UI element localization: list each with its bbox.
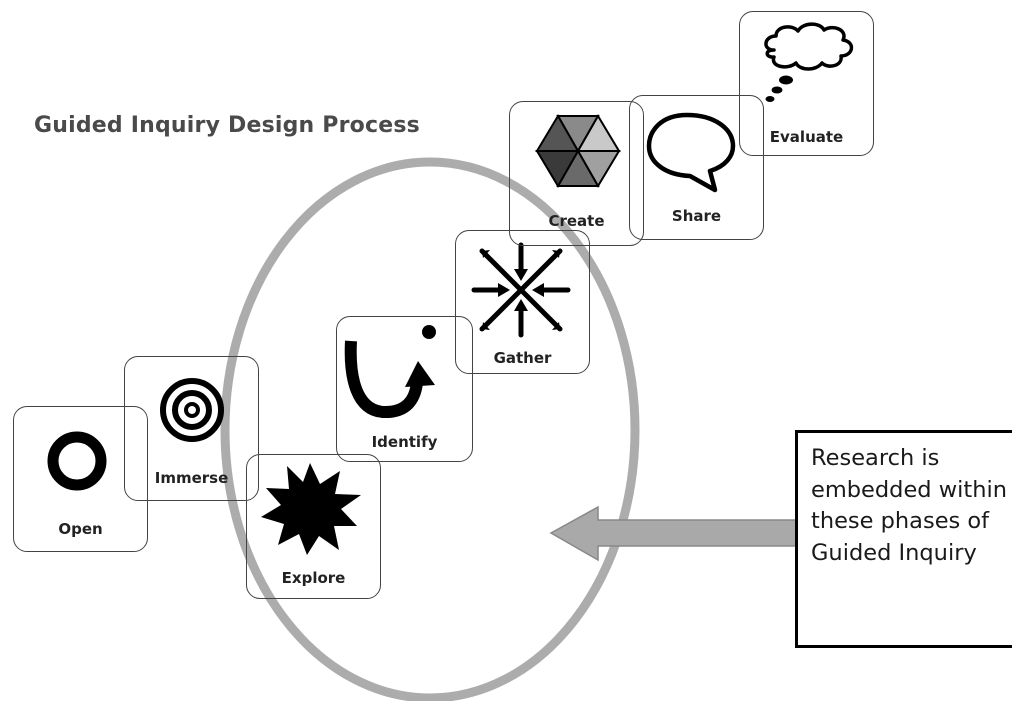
hexagon-icon: [535, 114, 621, 188]
thought-bubble-icon: [764, 22, 854, 102]
phase-share: Share: [629, 95, 764, 240]
phase-open: Open: [13, 406, 148, 552]
phase-immerse-label: Immerse: [154, 469, 229, 487]
research-phase-ellipse: [220, 157, 640, 701]
phase-share-label: Share: [671, 207, 722, 225]
phase-identify-label: Identify: [371, 433, 438, 451]
phase-explore: Explore: [246, 454, 381, 599]
research-callout-text: Research is embedded within these phases…: [811, 445, 1007, 566]
phase-gather-label: Gather: [493, 349, 552, 367]
phase-evaluate-label: Evaluate: [769, 128, 844, 146]
converging-arrows-icon: [471, 242, 571, 338]
phase-immerse: Immerse: [124, 356, 259, 501]
research-callout-box: Research is embedded within these phases…: [795, 430, 1012, 648]
phase-evaluate: Evaluate: [739, 11, 874, 156]
ring-icon: [47, 431, 107, 491]
pointer-arrow: [549, 505, 797, 562]
phase-identify: Identify: [336, 316, 473, 462]
phase-open-label: Open: [58, 520, 103, 538]
phase-create-label: Create: [548, 212, 605, 230]
starburst-icon: [261, 463, 361, 555]
phase-gather: Gather: [455, 230, 590, 374]
target-icon: [160, 378, 224, 442]
page-title: Guided Inquiry Design Process: [34, 113, 420, 138]
u-turn-arrow-icon: [344, 325, 436, 418]
phase-explore-label: Explore: [281, 569, 346, 587]
speech-bubble-icon: [646, 112, 736, 193]
phase-create: Create: [509, 101, 644, 246]
